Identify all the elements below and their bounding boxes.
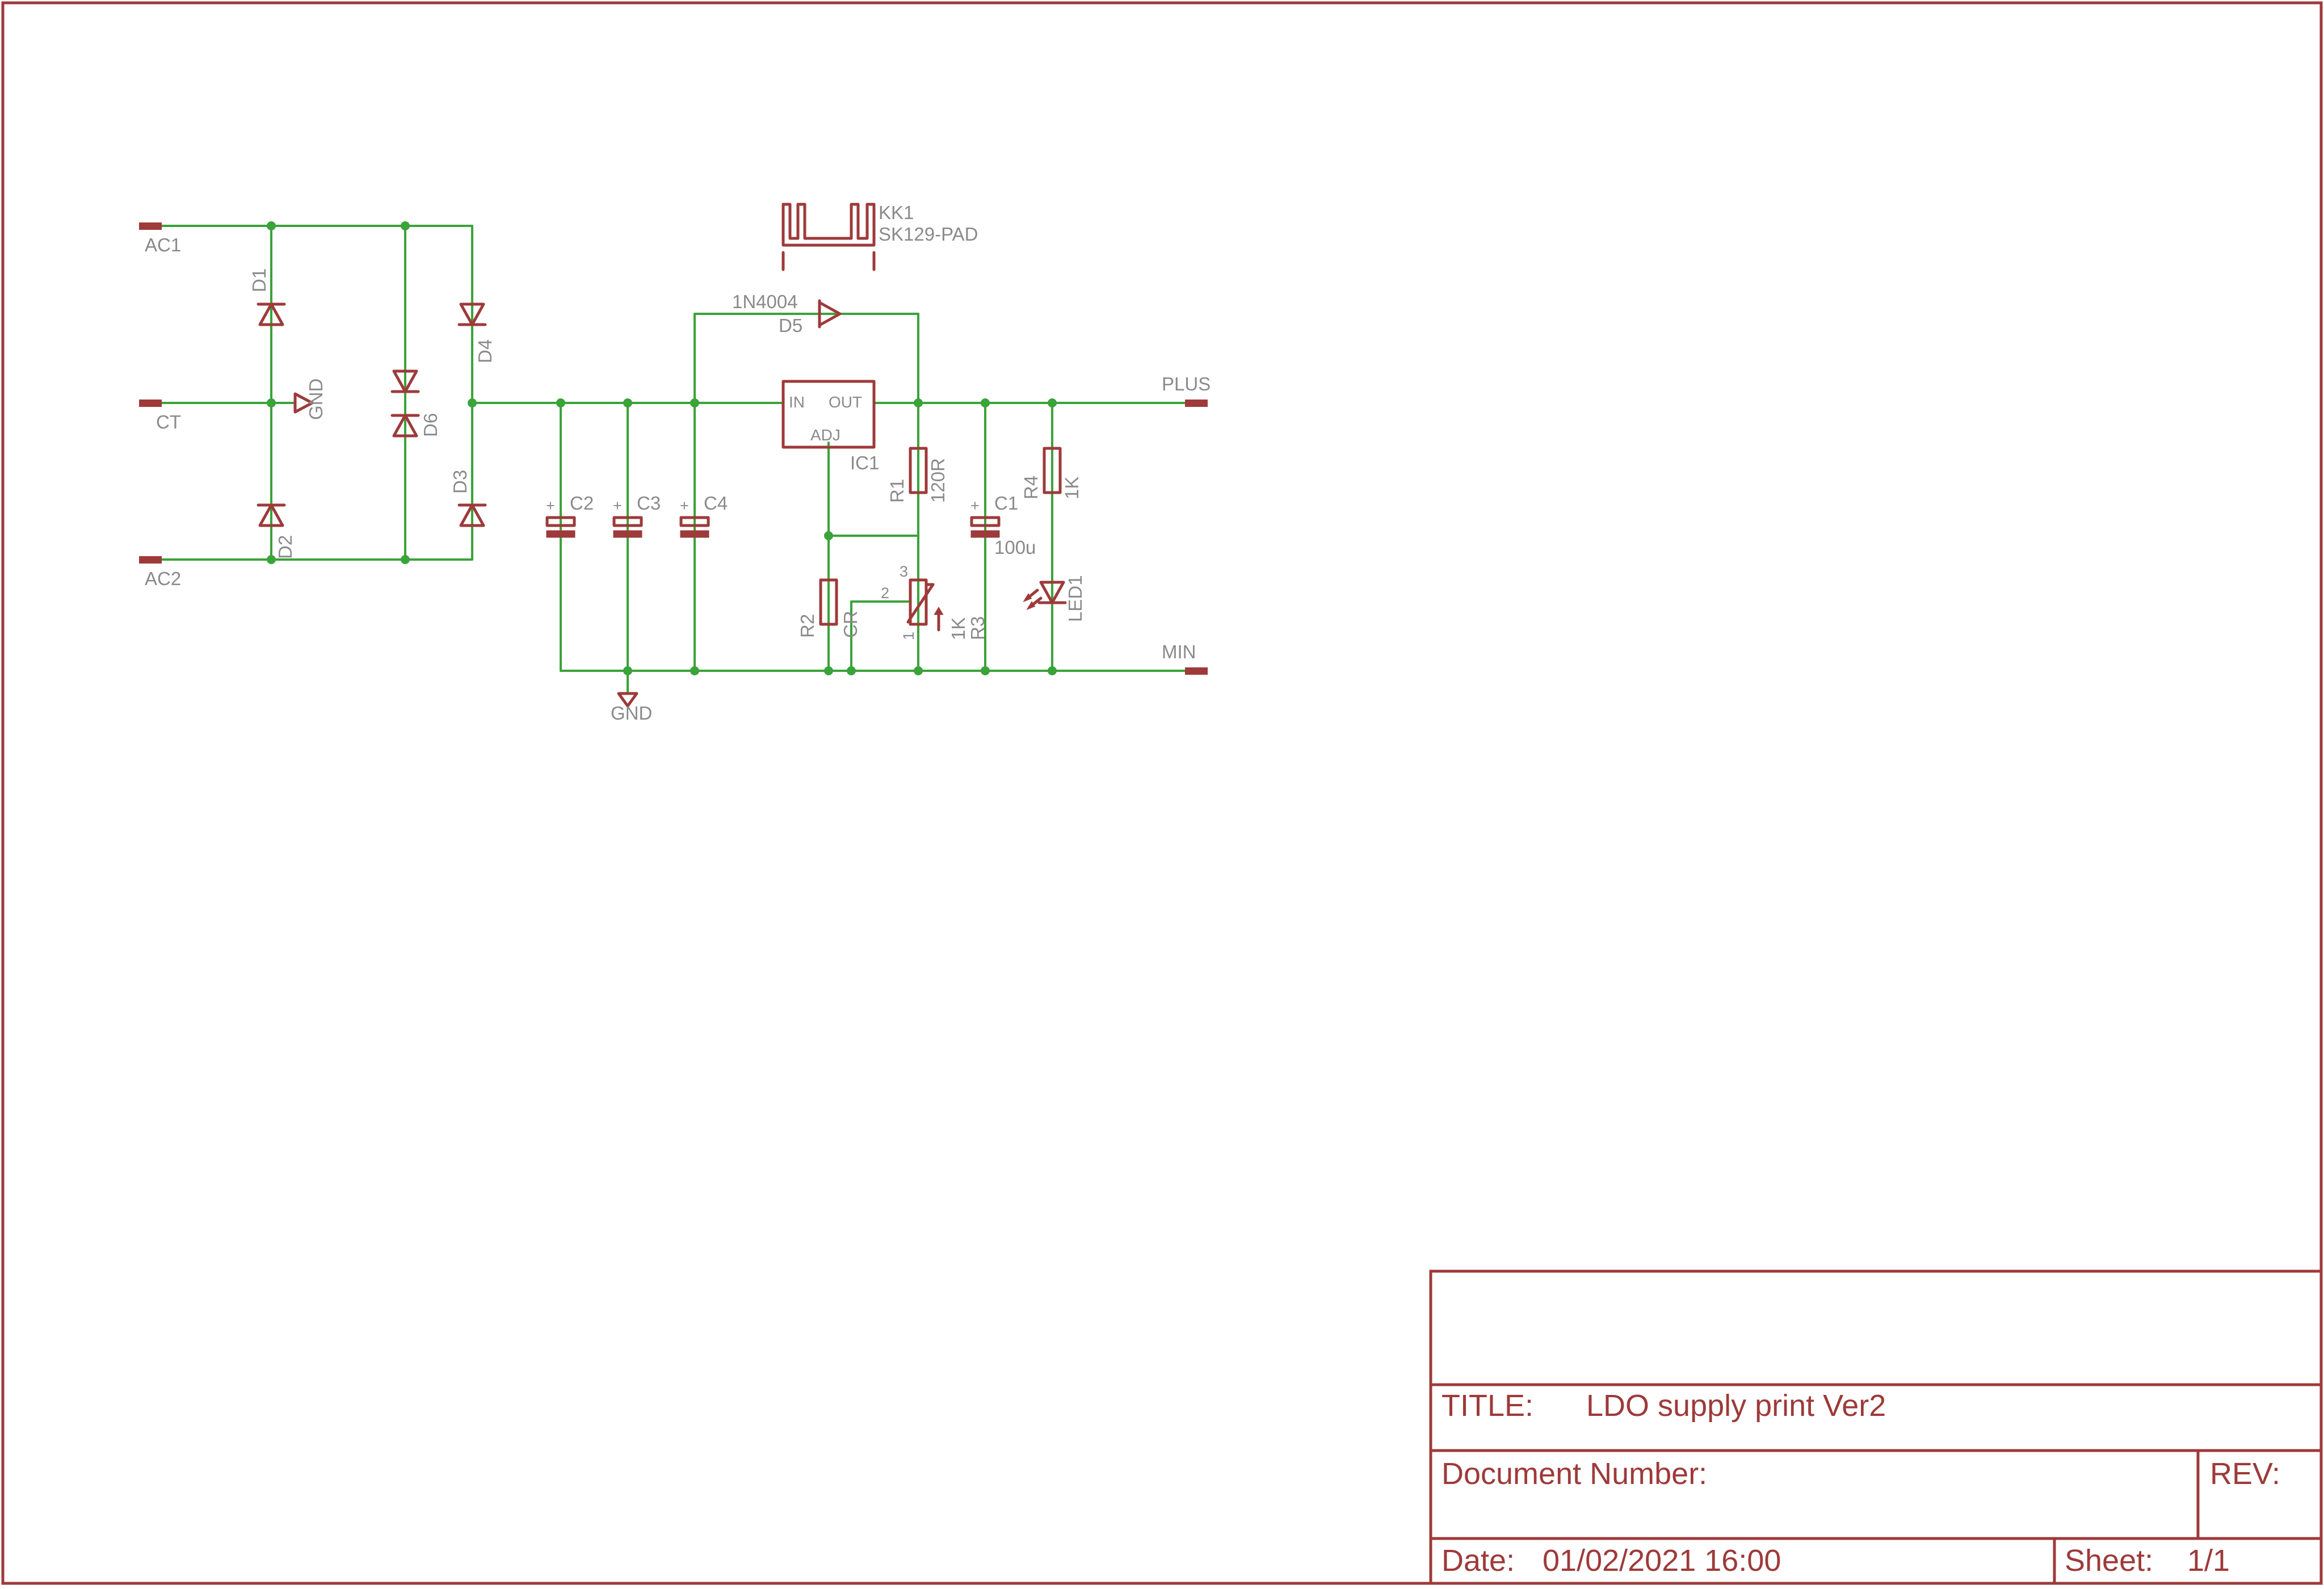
label-r4: R4	[1020, 476, 1041, 499]
label-c3: C3	[637, 493, 661, 514]
label-plus: PLUS	[1162, 373, 1211, 394]
diode-d2[interactable]	[257, 503, 286, 527]
gnd-symbol-left	[293, 392, 314, 414]
label-ac2: AC2	[145, 568, 181, 589]
label-led1: LED1	[1065, 575, 1086, 622]
title-value: LDO supply print Ver2	[1586, 1389, 1886, 1423]
potentiometer-r3[interactable]	[906, 578, 944, 632]
label-r3-pin2: 2	[881, 585, 889, 602]
plus-pin[interactable]	[1185, 400, 1208, 407]
ct-pin[interactable]	[139, 400, 162, 407]
label-ac1: AC1	[145, 234, 181, 255]
label-min: MIN	[1162, 641, 1196, 662]
capacitor-c4[interactable]	[679, 516, 710, 538]
label-c4-plus: +	[680, 497, 689, 514]
diode-d1[interactable]	[257, 302, 286, 326]
label-r2-value: CR	[840, 611, 861, 638]
label-c1-plus: +	[970, 497, 980, 514]
label-c1-value: 100u	[994, 537, 1036, 558]
diode-d4[interactable]	[457, 302, 487, 326]
label-kk1: KK1	[879, 202, 914, 223]
ac2-pin[interactable]	[139, 556, 162, 564]
label-d2: D2	[275, 535, 296, 559]
capacitor-c3[interactable]	[612, 516, 643, 538]
label-c1: C1	[994, 493, 1018, 514]
label-d6: D6	[420, 413, 441, 437]
capacitor-c2[interactable]	[545, 516, 576, 538]
sheet-label: Sheet:	[2065, 1544, 2153, 1578]
date-value: 01/02/2021 16:00	[1543, 1544, 1781, 1578]
label-ct: CT	[156, 411, 181, 432]
label-r3-pin1: 1	[900, 632, 917, 640]
label-d5-value: 1N4004	[732, 291, 798, 312]
label-d1: D1	[249, 268, 270, 292]
led-led1[interactable]	[1023, 581, 1067, 611]
rev-label: REV:	[2210, 1457, 2280, 1491]
resistor-r2[interactable]	[819, 578, 838, 626]
capacitor-c1[interactable]	[970, 516, 1001, 538]
label-c2: C2	[570, 493, 594, 514]
label-d3: D3	[449, 470, 470, 494]
label-c2-plus: +	[546, 497, 555, 514]
diode-d3[interactable]	[457, 503, 487, 527]
label-d5: D5	[779, 315, 802, 336]
resistor-r1[interactable]	[909, 447, 928, 494]
sheet-value: 1/1	[2187, 1544, 2230, 1578]
label-ic1: IC1	[850, 452, 879, 473]
label-r1-value: 120R	[927, 458, 948, 503]
label-r1: R1	[886, 479, 907, 503]
label-r2: R2	[797, 614, 818, 638]
label-c4: C4	[704, 493, 728, 514]
heatsink-kk1	[781, 203, 876, 271]
title-label: TITLE:	[1442, 1389, 1533, 1423]
ac1-pin[interactable]	[139, 222, 162, 230]
resistor-r4[interactable]	[1043, 447, 1062, 494]
title-block	[1429, 1269, 2323, 1585]
diode-d5[interactable]	[818, 299, 842, 329]
label-r3-value: 1K	[948, 617, 969, 640]
label-ic-in: IN	[789, 393, 805, 411]
label-d4: D4	[474, 339, 495, 363]
min-pin[interactable]	[1185, 667, 1208, 675]
label-ic-adj: ADJ	[810, 426, 840, 444]
regulator-ic1[interactable]	[781, 380, 876, 449]
label-r3: R3	[967, 616, 988, 640]
label-gnd-left: GND	[305, 379, 326, 420]
label-c3-plus: +	[613, 497, 622, 514]
diode-d6[interactable]	[390, 369, 420, 438]
gnd-symbol-bottom	[617, 692, 638, 708]
label-r4-value: 1K	[1061, 477, 1082, 499]
wires	[141, 225, 1187, 693]
document-number-label: Document Number:	[1442, 1457, 1707, 1491]
label-kk1-value: SK129-PAD	[879, 224, 978, 245]
junctions	[267, 221, 1057, 675]
label-ic-out: OUT	[829, 393, 862, 411]
label-r3-pin3: 3	[900, 563, 908, 580]
date-label: Date:	[1442, 1544, 1515, 1578]
label-gnd-bottom: GND	[611, 703, 652, 724]
